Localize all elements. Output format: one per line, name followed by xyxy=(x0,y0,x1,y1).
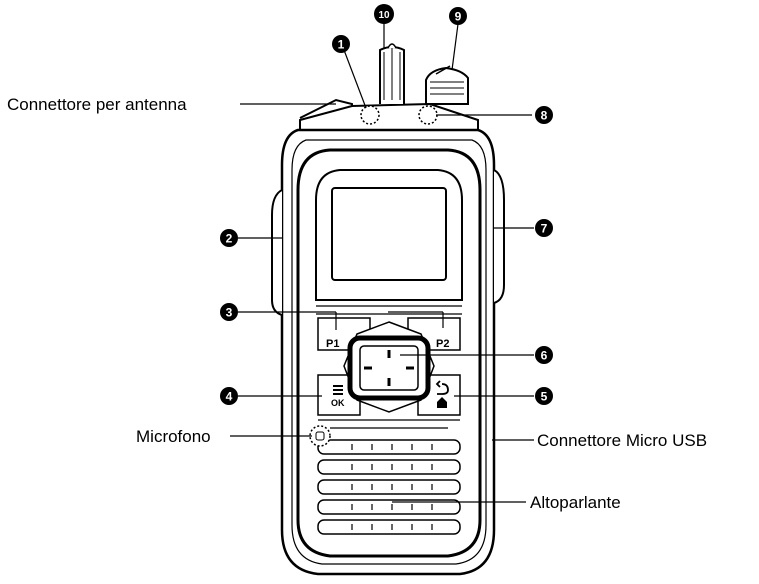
p2-key-label: P2 xyxy=(436,338,449,350)
display xyxy=(315,169,463,301)
label-microphone: Microfono xyxy=(136,427,211,446)
callout-3: 3 xyxy=(220,303,238,321)
callout-2: 2 xyxy=(220,229,238,247)
callout-1: 1 xyxy=(332,35,350,53)
svg-text:6: 6 xyxy=(541,349,548,363)
callout-4: 4 xyxy=(220,387,238,405)
side-button-right xyxy=(493,169,505,304)
svg-text:4: 4 xyxy=(226,390,233,404)
side-button-left xyxy=(271,189,283,316)
dpad xyxy=(343,321,435,413)
svg-text:5: 5 xyxy=(541,390,548,404)
svg-text:1: 1 xyxy=(338,38,345,52)
callout-7: 7 xyxy=(535,219,553,237)
callout-6: 6 xyxy=(535,346,553,364)
leader-lines xyxy=(230,8,534,503)
svg-text:8: 8 xyxy=(541,109,548,123)
svg-text:10: 10 xyxy=(378,10,390,21)
back-home-icon xyxy=(435,380,449,408)
label-antenna-connector: Connettore per antenna xyxy=(7,95,187,114)
callout-10: 10 xyxy=(374,4,394,24)
svg-text:9: 9 xyxy=(455,10,462,24)
callout-8: 8 xyxy=(535,106,553,124)
speaker-grille xyxy=(317,439,461,535)
top-indicator-left xyxy=(360,105,380,125)
rotary-knob xyxy=(425,65,469,105)
ok-key-label: OK xyxy=(331,398,345,408)
keypad: P1 P2 OK xyxy=(316,305,462,429)
svg-text:2: 2 xyxy=(226,232,233,246)
menu-icon xyxy=(333,385,343,395)
display-screen xyxy=(331,187,447,281)
label-speaker: Altoparlante xyxy=(530,493,621,512)
callout-9: 9 xyxy=(449,7,467,25)
top-indicator-right xyxy=(418,105,438,125)
label-micro-usb: Connettore Micro USB xyxy=(537,431,707,450)
svg-text:7: 7 xyxy=(541,222,548,236)
p1-key-label: P1 xyxy=(326,338,339,350)
antenna xyxy=(379,43,405,104)
svg-text:3: 3 xyxy=(226,306,233,320)
callout-5: 5 xyxy=(535,387,553,405)
